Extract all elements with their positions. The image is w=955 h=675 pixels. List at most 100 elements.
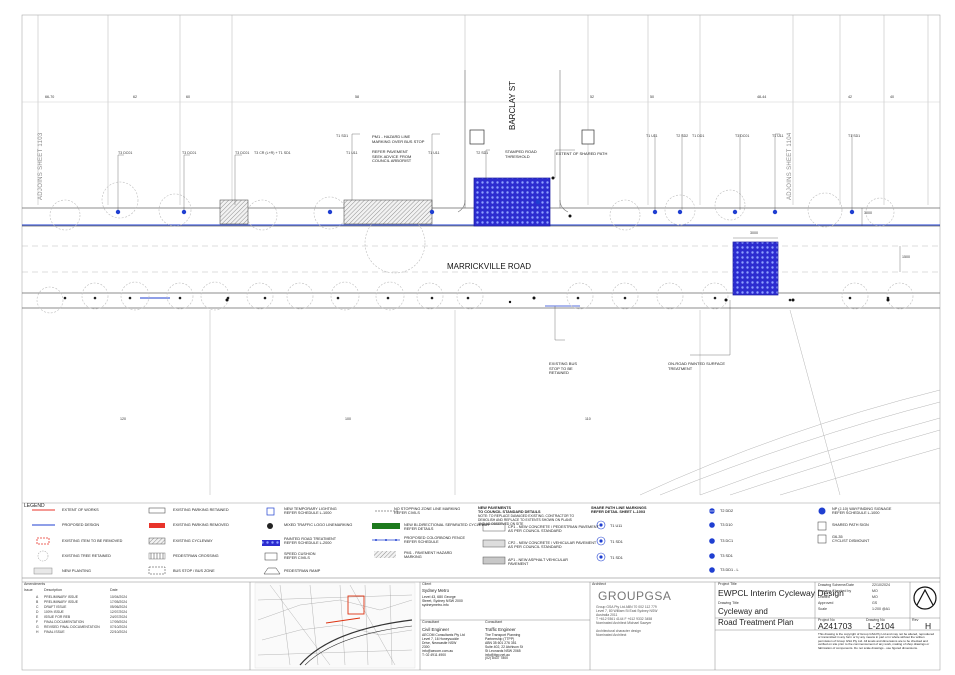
legend-label: EXISTING ITEM TO BE REMOVED <box>62 539 123 543</box>
consultant-label: Consultant <box>422 620 440 624</box>
callout-stamped: STAMPED ROAD THRESHOLD <box>505 149 537 159</box>
adjoin-right-label: ADJOINS SHEET 1104 <box>787 132 793 200</box>
legend-symbols <box>32 507 827 575</box>
legend-label: SPEED CUSHION REFER CIVILS <box>284 552 316 561</box>
amendment-date: 07/10/2024 <box>110 625 127 629</box>
legend-label: T1 U11 <box>610 524 623 528</box>
drawing-no-label: Drawing No <box>866 618 885 622</box>
meta-label: Scale <box>818 607 827 611</box>
copyright-disclaimer: This drawing is the copyright of Group G… <box>818 632 935 650</box>
callout-hazard: PM1 - HAZARD LINE MARKING OVER BUS STOP <box>372 134 425 144</box>
dimension-label: 1500 <box>902 255 910 259</box>
legend-label: EXTENT OF WORKS <box>62 508 99 512</box>
amendment-issue: C <box>36 605 39 609</box>
legend-label: T3 DD1 - L <box>720 568 739 572</box>
sign-code: T3 DC01 <box>118 151 133 155</box>
barclay-street <box>457 70 569 213</box>
legend-label: EXISTING PARKING REMOVED <box>173 523 229 527</box>
project-title: EWPCL Interim Cycleway Design <box>718 588 844 598</box>
civil-engineer-title: Civil Engineer <box>422 627 450 632</box>
lot-number: 62 <box>133 95 137 99</box>
amendment-issue: E <box>36 615 39 619</box>
drawing-title-label: Drawing Title <box>718 601 739 605</box>
legend-label: BUS STOP / BUS ZONE <box>173 569 215 573</box>
amendment-date: 17/09/2024 <box>110 620 127 624</box>
dimension-label: 3000 <box>750 231 758 235</box>
sign-code: T2 SD2 <box>676 134 689 138</box>
project-title-label: Project Title <box>718 582 737 586</box>
meta-label: Drawing Checked by <box>818 589 852 593</box>
sign-code: T1 U11 <box>428 151 440 155</box>
legend-label: NEW BI-DIRECTIONAL SEPARATED CYCLEWAY RE… <box>404 523 490 532</box>
callout-arborist: REFER PAVEMENT SEEK ADVICE FROM COUNCIL … <box>372 149 412 164</box>
legend-title: LEGEND <box>24 503 45 509</box>
legend-label: CP2 - NEW CONCRETE / VEHICULAR PAVEMENT … <box>508 541 597 550</box>
traffic-engineer-details: The Transport Planning Partnership (TTPP… <box>485 633 523 661</box>
amendment-date: 12/07/2024 <box>110 610 127 614</box>
client-name: Sydney Metro <box>422 588 450 593</box>
legend-label: G6-35 CYCLIST DISMOUNT <box>832 535 870 544</box>
amendment-desc: DRAFT ISSUE <box>44 605 67 609</box>
amendment-issue: D <box>36 610 39 614</box>
lot-number: 60 <box>186 95 190 99</box>
revision-letter: H <box>925 621 932 631</box>
amendment-date: 10/04/2024 <box>110 595 127 599</box>
drawing-title-line1: Cycleway and <box>718 607 768 616</box>
lot-number: 100 <box>345 417 351 421</box>
amendments-title: Amendments <box>24 582 46 586</box>
lot-number: 40 <box>890 95 894 99</box>
legend-label: T1 SD1 <box>610 540 623 544</box>
meta-value: 22/10/2024 <box>872 583 890 587</box>
sign-code: T1 U11 <box>772 134 784 138</box>
legend-label: PROPOSED DESIGN <box>62 523 100 527</box>
legend-label: PROPOSED COLORBOND FENCE REFER SCHEDULE <box>404 536 465 545</box>
sheet-frame <box>21 14 941 671</box>
legend-pavement-title: NEW PAVEMENTS TO COUNCIL STANDARD DETAIL… <box>478 506 541 515</box>
legend-label: T2 DD2 <box>720 509 734 513</box>
amendment-date: 24/07/2024 <box>110 615 127 619</box>
dimension-lines <box>733 208 901 272</box>
legend-label: PEDESTRIAN RAMP <box>284 569 321 573</box>
architect-logo: GROUPGSA <box>598 589 672 603</box>
legend-label: T3 DC1 <box>720 539 734 543</box>
lot-number: 110 <box>585 417 591 421</box>
consultant-label: Consultant <box>485 620 503 624</box>
legend-label: EXISTING TREE RETAINED <box>62 554 111 558</box>
traffic-engineer-title: Traffic Engineer <box>485 627 516 632</box>
lot-number: 48-44 <box>757 95 767 99</box>
amendment-desc: FINAL DOCUMENTATION <box>44 620 84 624</box>
architect-note: Architectural character design Nominated… <box>596 629 641 637</box>
amendments-header: Description <box>44 588 62 592</box>
legend-pavement-note: NOTE: TO REPLACE DAMAGED EXISTING. CONTR… <box>478 514 575 526</box>
sign-posts <box>115 199 855 215</box>
meta-label: Drafted <box>818 595 830 599</box>
amendment-issue: A <box>36 595 39 599</box>
sign-code: T1 U11 <box>346 151 358 155</box>
legend-label: CP1 - NEW CONCRETE / PEDESTRIAN PAVEMENT… <box>508 525 599 534</box>
sign-code: T3 DC01 <box>235 151 250 155</box>
legend-label: PEDESTRIAN CROSSING <box>173 554 219 558</box>
legend-label: PAINTED ROAD TREATMENT REFER SCHEDULE L-… <box>284 537 337 546</box>
client-address: Level 43, 680 George Street, Sydney NSW … <box>422 595 463 608</box>
sign-code: T3 CR (L+R) + T1 SD1 <box>254 151 291 155</box>
amendment-desc: ISSUE FOR REB <box>44 615 71 619</box>
drawing-title-line2: Road Treatment Plan <box>718 618 794 627</box>
title-block-grid <box>22 581 940 670</box>
project-no-label: Project No <box>818 618 835 622</box>
tree-trunks <box>63 296 890 302</box>
legend-label: T3 SD1 <box>720 554 733 558</box>
legend-label: AP1 - NEW ASPHALT VEHICULAR PAVEMENT <box>508 558 568 567</box>
legend-label: SHARED PATH SIGN <box>832 523 869 527</box>
locality-map <box>254 582 416 669</box>
amendment-issue: B <box>36 600 39 604</box>
existing-item-removed <box>219 199 249 225</box>
amendments-header: Issue <box>24 588 33 592</box>
amendments-header: Date <box>110 588 118 592</box>
legend-label: T1 SD1 <box>610 556 623 560</box>
legend-label: NP (J-10) WAYFINDING SIGNAGE REFER SCHED… <box>832 507 892 516</box>
lot-number: 50 <box>650 95 654 99</box>
meta-value: 1:200 @A1 <box>872 607 891 611</box>
lot-number: 66-70 <box>45 95 55 99</box>
architect-label: Architect <box>592 582 606 586</box>
